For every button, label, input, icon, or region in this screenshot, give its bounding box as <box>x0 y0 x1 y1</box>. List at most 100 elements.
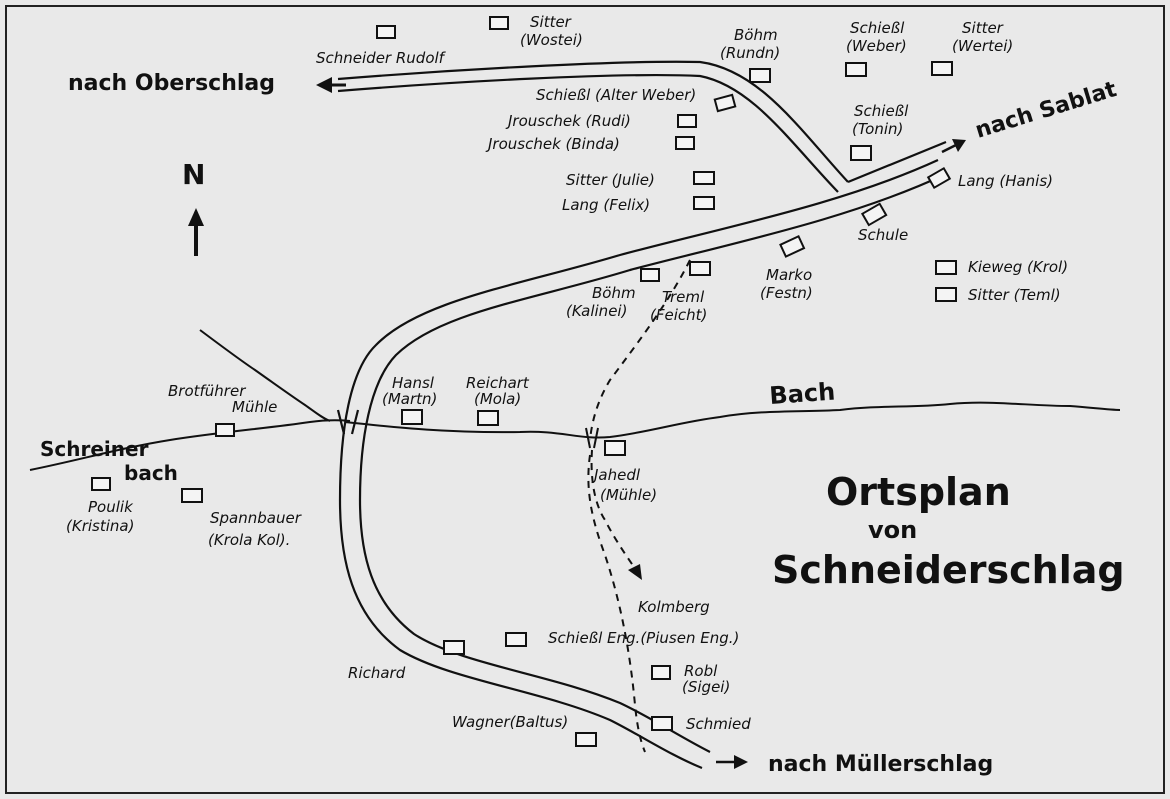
label-sitter-wertei-2: (Wertei) <box>952 37 1013 55</box>
label-robl-sigei-1: Robl <box>684 662 718 680</box>
label-reichart-mola-1: Reichart <box>466 374 530 392</box>
house-robl-sigei <box>651 665 671 680</box>
house-sitter-wostei <box>489 16 509 30</box>
label-richard: Richard <box>348 664 406 682</box>
house-west-of-schiessl-eng <box>443 640 465 655</box>
label-hansl-martn-2: (Martn) <box>382 390 437 408</box>
house-lang-felix <box>693 196 715 210</box>
arrow-kolmberg-icon <box>628 564 642 580</box>
bridge-east <box>585 427 599 449</box>
label-schmied: Schmied <box>686 715 751 733</box>
label-marko-festn-1: Marko <box>766 266 812 284</box>
house-schiessl-weber <box>845 62 867 77</box>
bridge-west <box>336 409 360 435</box>
stream-bach <box>344 401 1121 439</box>
stream-schreinerbach-label-2: bach <box>124 461 178 485</box>
label-schule: Schule <box>858 226 908 244</box>
label-jahedl-muehle-2: (Mühle) <box>600 486 657 504</box>
house-marko-festn <box>779 235 806 258</box>
house-schiessl-eng <box>505 632 527 647</box>
map-title-line2: von <box>868 516 917 544</box>
house-schule <box>860 202 888 227</box>
house-treml-feicht <box>689 261 711 276</box>
label-wagner-baltus: Wagner(Baltus) <box>452 713 568 731</box>
house-reichart-mola <box>477 410 499 426</box>
arrow-oberschlag-icon <box>316 77 346 93</box>
footpath-south <box>587 454 646 753</box>
label-reichart-mola-2: (Mola) <box>474 390 521 408</box>
label-boehm-rundn-1: Böhm <box>734 26 778 44</box>
label-spannbauer-krola-1: Spannbauer <box>210 509 302 527</box>
label-lang-hanis: Lang (Hanis) <box>958 172 1053 190</box>
label-treml-feicht-1: Treml <box>662 288 705 306</box>
label-poulik-kristina-2: (Kristina) <box>66 517 134 535</box>
dest-kolmberg: Kolmberg <box>638 598 710 616</box>
label-boehm-kalinei-2: (Kalinei) <box>566 302 627 320</box>
house-sitter-teml <box>935 287 957 302</box>
road-sablat-north-edge <box>847 140 947 184</box>
road-oberschlag-north-edge <box>337 60 849 183</box>
house-sitter-julie <box>693 171 715 185</box>
label-hansl-martn-1: Hansl <box>392 374 435 392</box>
arrow-muellerschlag-icon <box>716 755 748 769</box>
stream-bach-label: Bach <box>768 377 836 410</box>
label-sitter-wostei-1: Sitter <box>530 13 572 31</box>
label-kieweg-krol: Kieweg (Krol) <box>968 258 1068 276</box>
labels: Ortsplan von Schneiderschlag N nach Ober… <box>40 13 1125 777</box>
stream-brotfuehrer-tributary <box>199 329 331 422</box>
label-brotfuehrer-muehle-1: Brotführer <box>168 382 246 400</box>
arrows <box>188 77 966 769</box>
map-title-line3: Schneiderschlag <box>772 548 1125 592</box>
label-robl-sigei-2: (Sigei) <box>682 678 730 696</box>
label-sitter-wostei-2: (Wostei) <box>520 31 583 49</box>
house-schiessl-alter-weber <box>713 93 737 113</box>
label-spannbauer-krola-2: (Krola Kol). <box>208 531 290 549</box>
footpath-north <box>589 259 691 441</box>
house-brotfuehrer-muehle <box>215 423 235 437</box>
house-spannbauer-krola <box>181 488 203 503</box>
label-lang-felix: Lang (Felix) <box>562 196 650 214</box>
label-sitter-julie: Sitter (Julie) <box>566 171 655 189</box>
label-jrouschek-rudi: Jrouschek (Rudi) <box>505 112 631 130</box>
stream-schreinerbach-label-1: Schreiner <box>40 437 149 461</box>
road-oberschlag-south-edge <box>337 73 839 193</box>
dest-oberschlag: nach Oberschlag <box>68 71 275 96</box>
label-sitter-wertei-1: Sitter <box>962 19 1004 37</box>
label-marko-festn-2: (Festn) <box>760 284 813 302</box>
house-boehm-kalinei <box>640 268 660 282</box>
roads <box>337 60 947 770</box>
label-jahedl-muehle-1: Jahedl <box>591 466 641 484</box>
house-schmied <box>651 716 673 731</box>
label-schiessl-tonin-2: (Tonin) <box>852 120 903 138</box>
house-kieweg-krol <box>935 260 957 275</box>
house-jahedl-muehle <box>604 440 626 456</box>
label-schiessl-weber-2: (Weber) <box>846 37 907 55</box>
house-poulik-kristina <box>91 477 111 491</box>
houses <box>91 16 957 747</box>
house-lang-hanis <box>926 166 952 190</box>
map-title-line1: Ortsplan <box>826 470 1011 514</box>
label-schiessl-tonin-1: Schießl <box>854 102 909 120</box>
label-boehm-kalinei-1: Böhm <box>592 284 636 302</box>
label-schiessl-alter-weber: Schießl (Alter Weber) <box>536 86 696 104</box>
house-wagner-baltus <box>575 732 597 747</box>
house-hansl-martn <box>401 409 423 425</box>
house-schneider-rudolf <box>376 25 396 39</box>
house-jrouschek-rudi <box>677 114 697 128</box>
footpaths <box>587 259 691 753</box>
label-poulik-kristina-1: Poulik <box>88 498 134 516</box>
map-border <box>5 5 1165 794</box>
label-jrouschek-binda: Jrouschek (Binda) <box>485 135 620 153</box>
dest-muellerschlag: nach Müllerschlag <box>768 752 993 777</box>
road-main-east-edge <box>358 173 947 753</box>
house-sitter-wertei <box>931 61 953 76</box>
footpath-kolmberg <box>590 449 641 577</box>
label-schiessl-eng: Schießl Eng.(Piusen Eng.) <box>548 629 739 647</box>
arrow-sablat-icon <box>941 139 966 154</box>
label-sitter-teml: Sitter (Teml) <box>968 286 1061 304</box>
house-schiessl-tonin <box>850 145 872 161</box>
north-arrow-icon <box>188 208 204 256</box>
house-boehm-rundn <box>749 68 771 83</box>
